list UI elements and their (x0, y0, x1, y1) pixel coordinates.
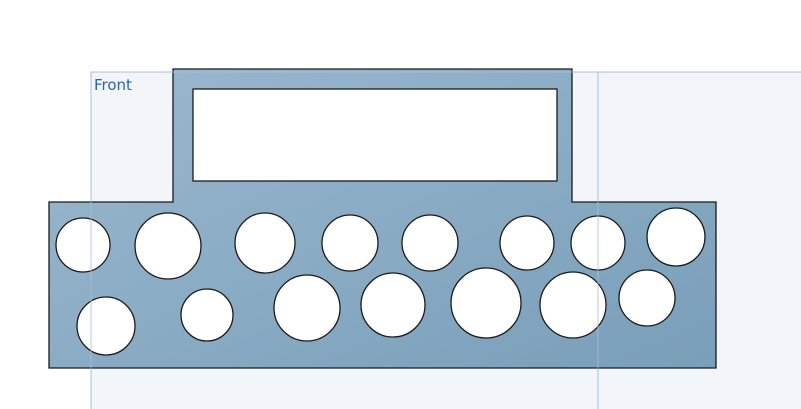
hole-top-1[interactable] (55, 217, 111, 273)
hole-bottom-2[interactable] (180, 288, 234, 342)
hole-top-2[interactable] (134, 212, 202, 280)
hole-top-5[interactable] (401, 214, 459, 272)
hole-bottom-5[interactable] (450, 267, 522, 339)
hole-top-4[interactable] (321, 214, 379, 272)
hole-bottom-1[interactable] (76, 296, 136, 356)
hole-bottom-7[interactable] (618, 269, 676, 327)
hole-bottom-4[interactable] (360, 272, 426, 338)
hole-top-6[interactable] (499, 215, 555, 271)
window-cutout[interactable] (192, 88, 558, 182)
front-plane-label[interactable]: Front (94, 76, 132, 94)
front-plane-outline (90, 71, 801, 409)
hole-bottom-3[interactable] (273, 274, 341, 342)
hole-bottom-6[interactable] (539, 271, 607, 339)
hole-top-3[interactable] (234, 212, 296, 274)
hole-top-8[interactable] (646, 207, 706, 267)
